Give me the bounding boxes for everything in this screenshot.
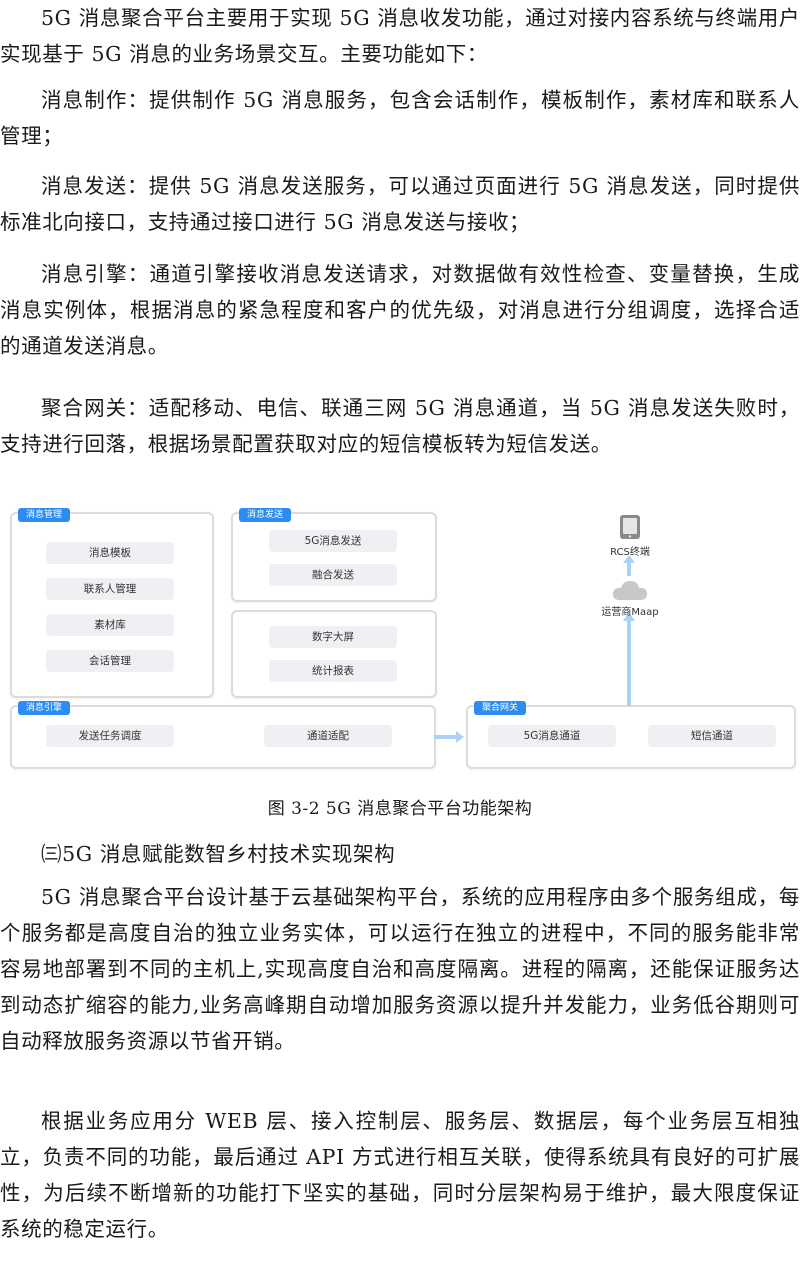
arrow-gateway-to-maap — [627, 620, 631, 706]
chip-5g-message-send: 5G消息发送 — [269, 530, 397, 552]
chip-statistics-report: 统计报表 — [269, 660, 397, 682]
chip-material-library: 素材库 — [46, 614, 174, 636]
chip-5g-message-channel: 5G消息通道 — [488, 725, 616, 747]
chip-contact-management: 联系人管理 — [46, 578, 174, 600]
paragraph-message-making: 消息制作：提供制作 5G 消息服务，包含会话制作，模板制作，素材库和联系人管理； — [0, 88, 800, 148]
paragraph-message-sending: 消息发送：提供 5G 消息发送服务，可以通过页面进行 5G 消息发送，同时提供标… — [0, 174, 800, 234]
arrow-head-right — [456, 731, 464, 743]
cloud-icon — [612, 581, 647, 600]
arrow-head-up-2 — [623, 555, 635, 563]
arrow-maap-to-terminal — [627, 562, 631, 576]
chip-session-management: 会话管理 — [46, 650, 174, 672]
chip-fusion-send: 融合发送 — [269, 564, 397, 586]
arrow-head-up — [623, 612, 635, 621]
phone-icon — [620, 515, 640, 539]
chip-send-task-scheduling: 发送任务调度 — [46, 725, 174, 747]
panel-title: 消息发送 — [239, 508, 292, 522]
panel-title: 消息引擎 — [18, 701, 71, 715]
architecture-diagram: 消息管理 消息模板 联系人管理 素材库 会话管理 消息发送 5G消息发送 融合发… — [0, 500, 800, 775]
panel-statistics: 数字大屏 统计报表 — [231, 610, 437, 698]
chip-channel-adaptation: 通道适配 — [264, 725, 392, 747]
terminal-label: RCS终端 — [610, 547, 650, 558]
paragraph-aggregation-gateway: 聚合网关：适配移动、电信、联通三网 5G 消息通道，当 5G 消息发送失败时，支… — [0, 396, 800, 456]
chip-digital-screen: 数字大屏 — [269, 626, 397, 648]
paragraph-message-engine: 消息引擎：通道引擎接收消息发送请求，对数据做有效性检查、变量替换，生成消息实例体… — [0, 262, 800, 358]
panel-title: 消息管理 — [18, 508, 71, 522]
cloud-label: 运营商Maap — [601, 607, 659, 618]
paragraph-cloud-architecture: 5G 消息聚合平台设计基于云基础架构平台，系统的应用程序由多个服务组成，每个服务… — [0, 885, 800, 1053]
chip-message-template: 消息模板 — [46, 542, 174, 564]
paragraph-layered-architecture: 根据业务应用分 WEB 层、接入控制层、服务层、数据层，每个业务层互相独立，负责… — [0, 1109, 800, 1241]
panel-title: 聚合网关 — [474, 701, 527, 715]
panel-message-engine: 消息引擎 发送任务调度 通道适配 — [10, 701, 436, 769]
panel-aggregation-gateway: 聚合网关 5G消息通道 短信通道 — [466, 701, 796, 769]
figure-caption: 图 3-2 5G 消息聚合平台功能架构 — [267, 799, 533, 819]
panel-message-sending: 消息发送 5G消息发送 融合发送 — [231, 508, 437, 602]
arrow-engine-to-gateway — [434, 735, 458, 739]
chip-sms-channel: 短信通道 — [648, 725, 776, 747]
section-heading: ㈢5G 消息赋能数智乡村技术实现架构 — [41, 842, 396, 866]
intro-paragraph: 5G 消息聚合平台主要用于实现 5G 消息收发功能，通过对接内容系统与终端用户实… — [0, 6, 800, 66]
panel-message-management: 消息管理 消息模板 联系人管理 素材库 会话管理 — [10, 508, 214, 698]
